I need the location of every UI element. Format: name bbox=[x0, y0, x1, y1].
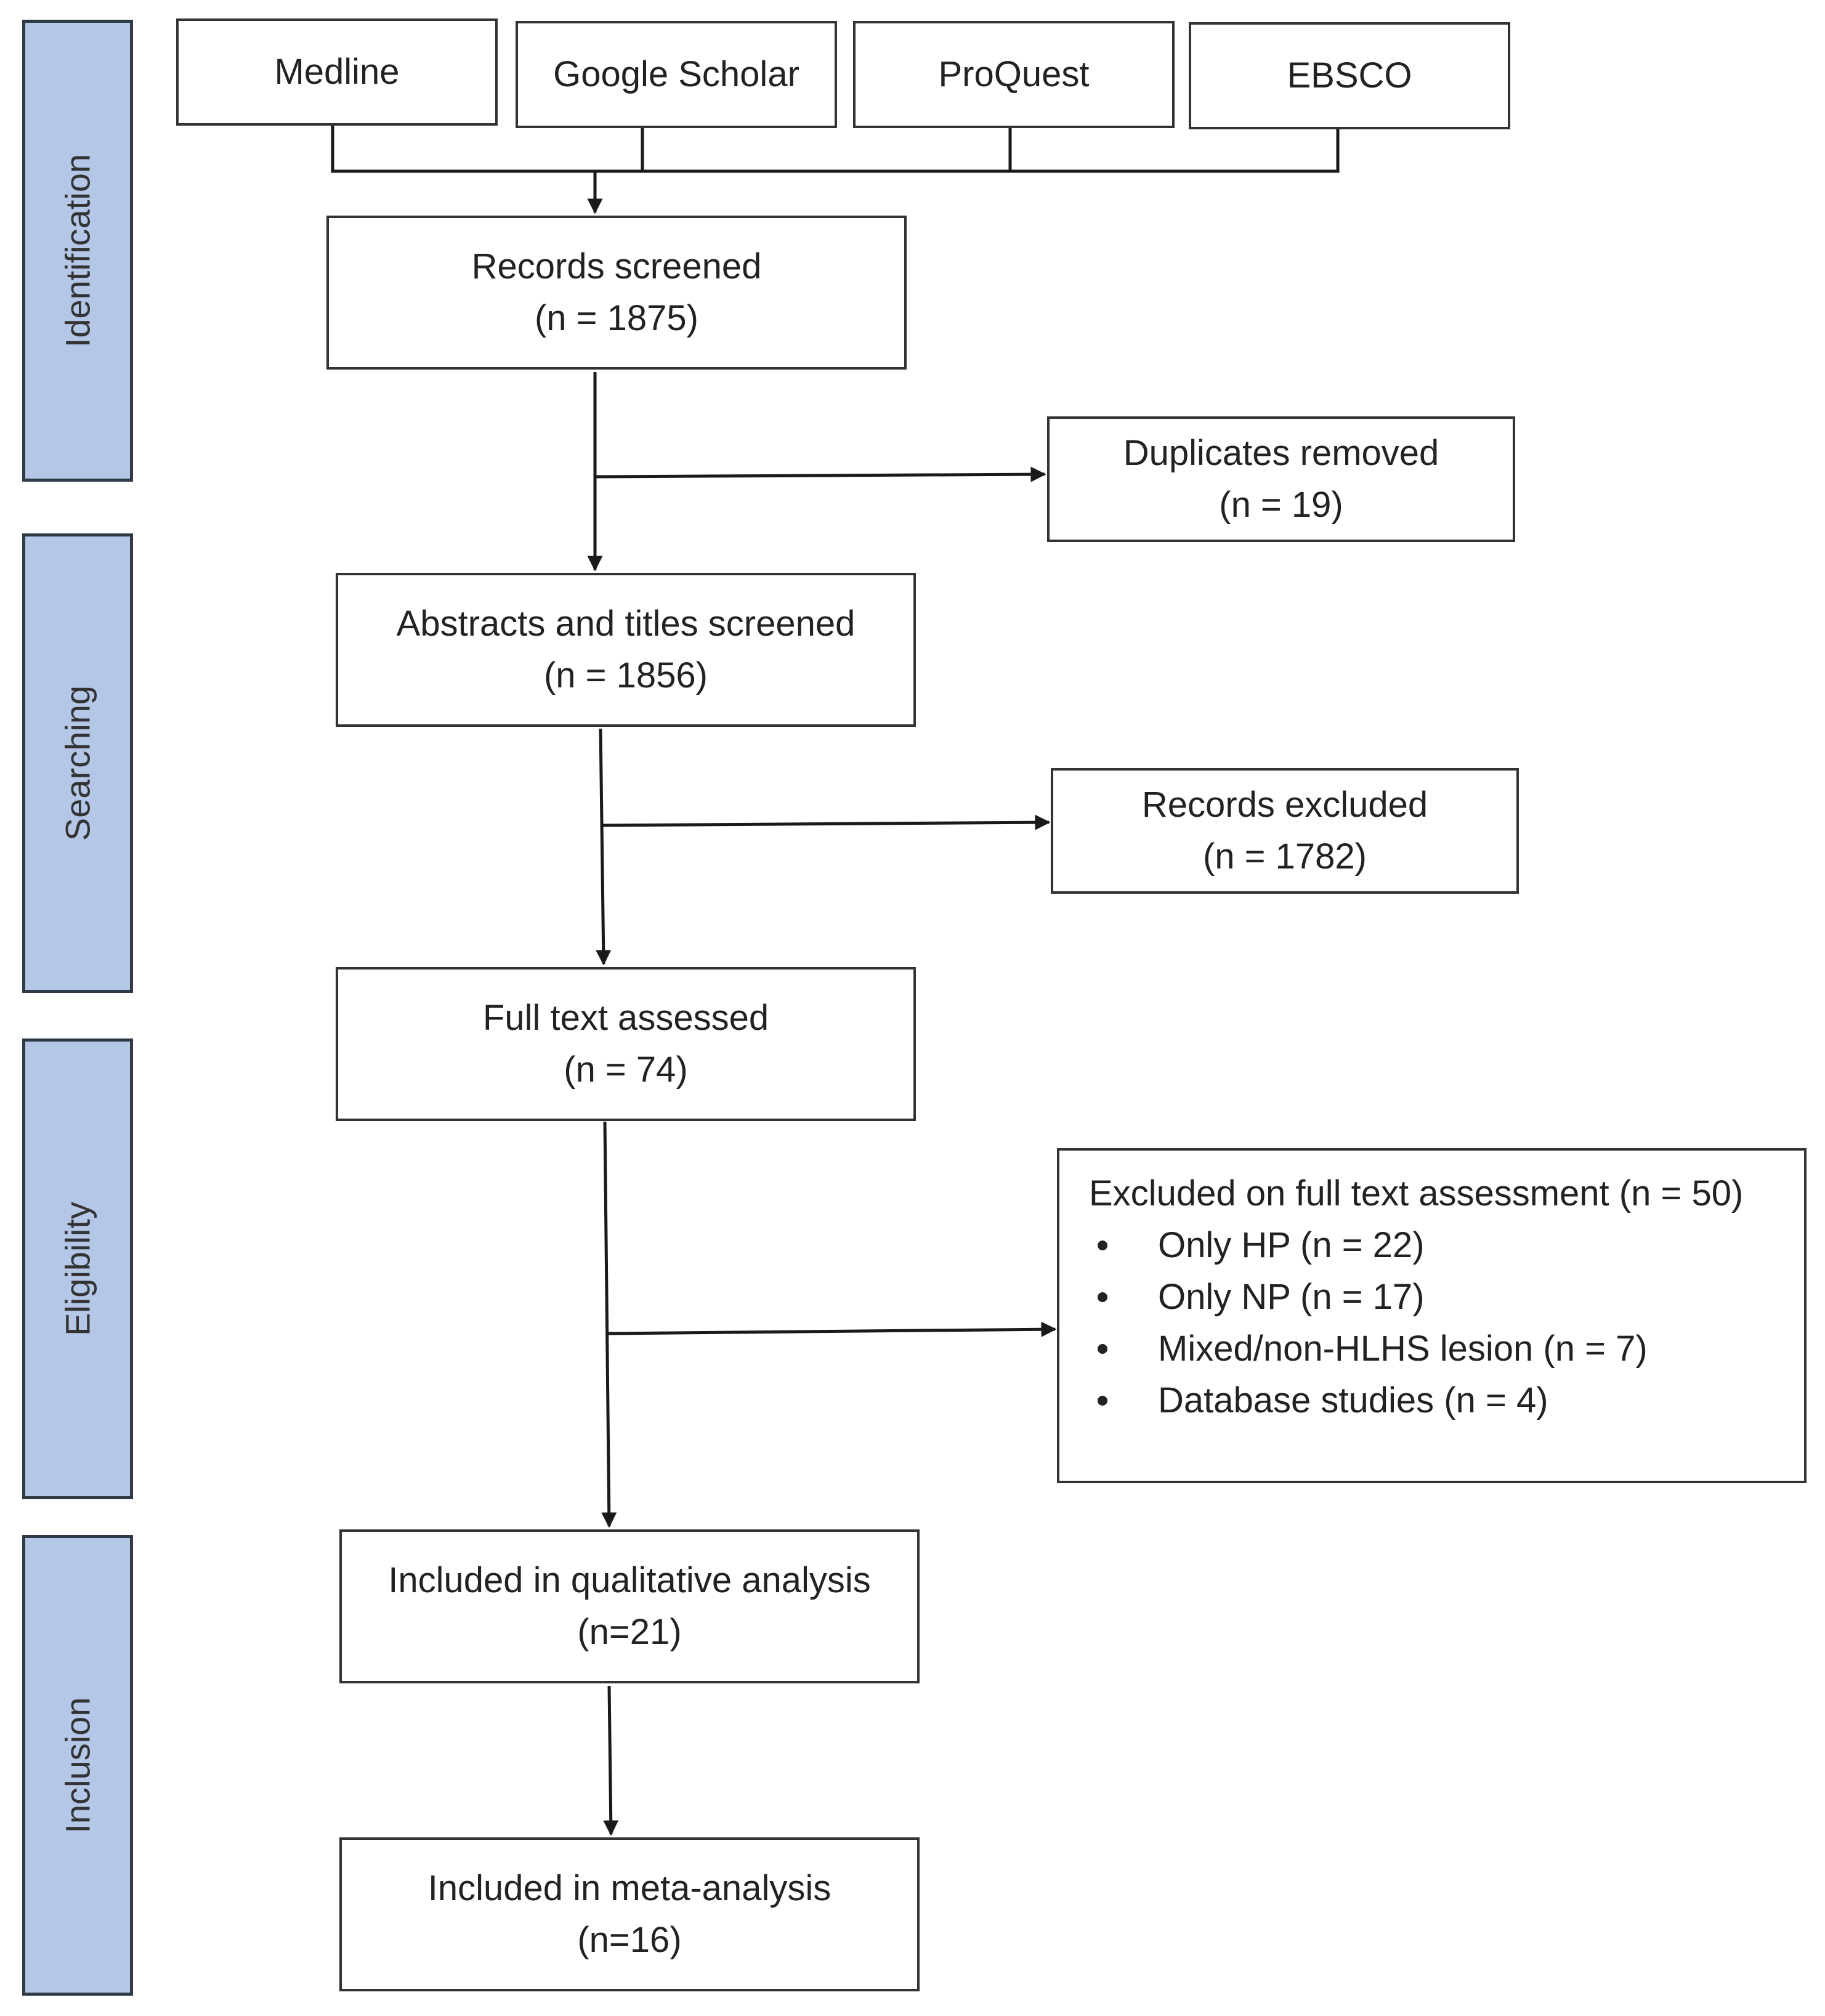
records-excluded-title: Records excluded bbox=[1141, 785, 1428, 825]
stage-inclusion: Inclusion bbox=[22, 1535, 133, 1996]
full-text-assessed-box: Full text assessed (n = 74) bbox=[336, 967, 916, 1121]
records-screened-box: Records screened (n = 1875) bbox=[326, 216, 907, 370]
duplicates-removed-count: (n = 19) bbox=[1219, 485, 1343, 525]
meta-analysis-box: Included in meta-analysis (n=16) bbox=[339, 1837, 920, 1991]
duplicates-removed-box: Duplicates removed (n = 19) bbox=[1047, 416, 1515, 542]
qualitative-analysis-count: (n=21) bbox=[577, 1612, 682, 1652]
database-box-proquest: ProQuest bbox=[853, 21, 1175, 128]
full-text-assessed-count: (n = 74) bbox=[564, 1050, 688, 1090]
duplicates-removed-title: Duplicates removed bbox=[1123, 433, 1439, 473]
arrow-to-records-excluded bbox=[601, 814, 1051, 830]
database-label-ebsco: EBSCO bbox=[1287, 55, 1412, 95]
arrow-to-qualitative bbox=[601, 1121, 617, 1528]
arrow-to-excluded-full-text bbox=[606, 1321, 1057, 1337]
arrow-to-duplicates bbox=[594, 466, 1046, 482]
stage-identification: Identification bbox=[22, 20, 133, 482]
qualitative-analysis-title: Included in qualitative analysis bbox=[388, 1560, 871, 1600]
records-excluded-box: Records excluded (n = 1782) bbox=[1051, 768, 1519, 894]
meta-analysis-count: (n=16) bbox=[577, 1920, 682, 1960]
arrow-to-meta-analysis bbox=[603, 1685, 619, 1836]
database-box-ebsco: EBSCO bbox=[1189, 22, 1510, 129]
exclusion-reason: Mixed/non-HLHS lesion (n = 7) bbox=[1098, 1323, 1648, 1375]
abstracts-screened-count: (n = 1856) bbox=[543, 655, 708, 695]
stage-searching: Searching bbox=[22, 533, 133, 993]
full-text-assessed-title: Full text assessed bbox=[482, 998, 769, 1038]
database-label-proquest: ProQuest bbox=[938, 54, 1090, 94]
exclusion-reason: Only HP (n = 22) bbox=[1098, 1220, 1648, 1271]
exclusion-reason: Only NP (n = 17) bbox=[1098, 1271, 1648, 1323]
excluded-full-text-title: Excluded on full text assessment (n = 50… bbox=[1089, 1173, 1744, 1213]
database-merge-line bbox=[331, 124, 1340, 173]
database-box-google-scholar: Google Scholar bbox=[516, 21, 837, 128]
records-screened-title: Records screened bbox=[471, 246, 762, 286]
excluded-full-text-box: Excluded on full text assessment (n = 50… bbox=[1057, 1148, 1807, 1483]
database-label-google-scholar: Google Scholar bbox=[553, 54, 799, 94]
exclusion-reason: Database studies (n = 4) bbox=[1098, 1375, 1648, 1427]
abstracts-screened-box: Abstracts and titles screened (n = 1856) bbox=[336, 573, 916, 727]
exclusion-reasons-list: Only HP (n = 22) Only NP (n = 17) Mixed/… bbox=[1089, 1220, 1648, 1427]
records-excluded-count: (n = 1782) bbox=[1202, 836, 1367, 876]
database-label-medline: Medline bbox=[274, 52, 400, 92]
meta-analysis-title: Included in meta-analysis bbox=[427, 1868, 832, 1908]
records-screened-count: (n = 1875) bbox=[534, 298, 698, 338]
database-box-medline: Medline bbox=[176, 18, 498, 126]
qualitative-analysis-box: Included in qualitative analysis (n=21) bbox=[339, 1529, 920, 1683]
arrow-to-full-text bbox=[596, 728, 612, 966]
abstracts-screened-title: Abstracts and titles screened bbox=[396, 604, 856, 644]
stage-eligibility: Eligibility bbox=[22, 1038, 133, 1499]
